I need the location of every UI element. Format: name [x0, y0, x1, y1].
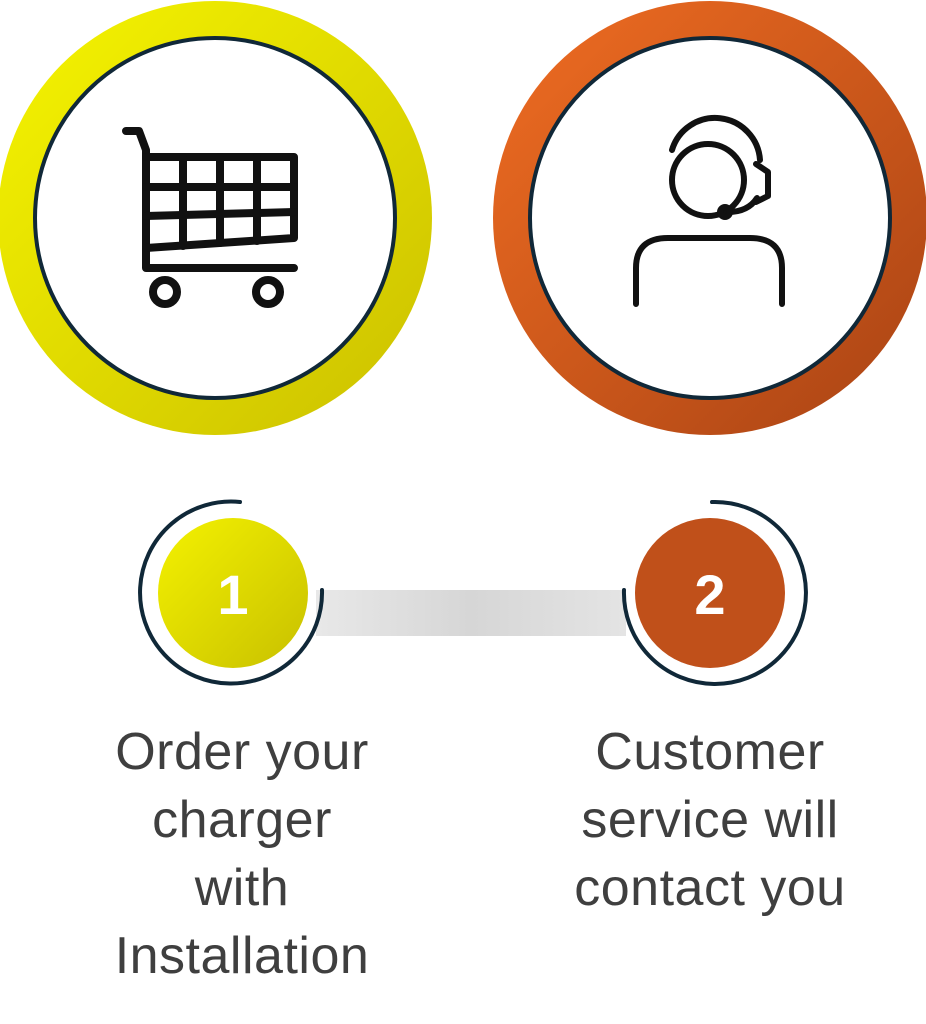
step-connector — [316, 590, 626, 636]
step-2-label: Customer service will contact you — [530, 718, 890, 922]
step-2-badge-arc — [621, 499, 808, 686]
shopping-cart-icon — [122, 127, 298, 308]
step-2-icon-circle — [493, 1, 926, 435]
step-1-label-line: Order your — [115, 723, 369, 781]
step-2-badge-circle — [635, 518, 785, 668]
step-1-badge-circle — [158, 518, 308, 668]
step-2-label-line: service will — [581, 791, 839, 849]
step-1-label-line: with — [194, 859, 290, 917]
step-2-label-line: contact you — [574, 859, 846, 917]
step-1-label: Order your charger with Installation — [62, 718, 422, 990]
step-2-badge: 2 — [621, 499, 808, 686]
step-1-number: 1 — [217, 563, 248, 626]
step-2-label-line: Customer — [595, 723, 825, 781]
step-1-badge: 1 — [138, 499, 325, 686]
step-1-badge-arc — [138, 499, 325, 686]
diagram-graphics: 1 2 — [0, 1, 926, 686]
headset-agent-icon — [633, 115, 785, 307]
step-2-number: 2 — [694, 563, 725, 626]
step-1-label-line: Installation — [114, 927, 370, 985]
step-1-label-line: charger — [152, 791, 332, 849]
step-1-icon-circle — [0, 1, 432, 435]
